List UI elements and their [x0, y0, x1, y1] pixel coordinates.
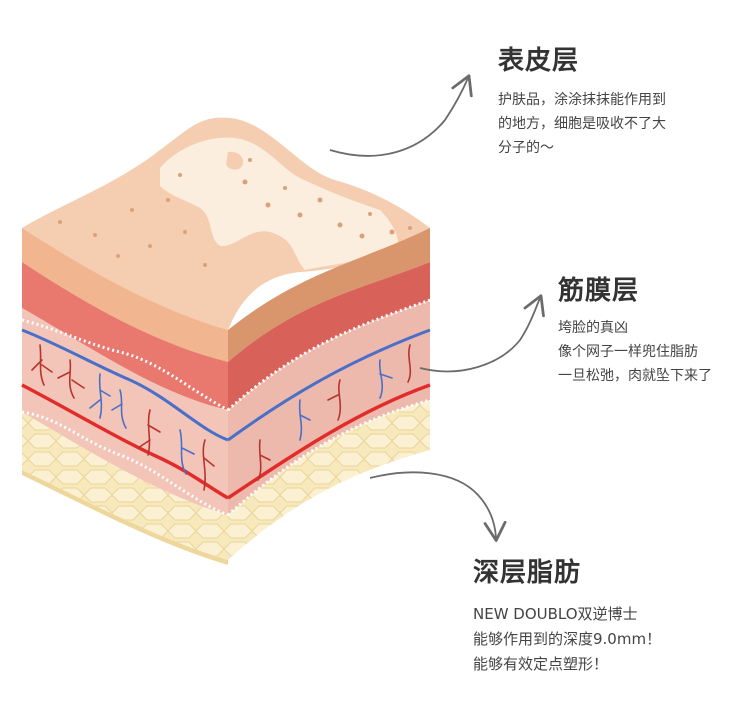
label-fascia: 筋膜层 垮脸的真凶 像个网子一样兜住脂肪 一旦松弛，肉就坠下来了: [558, 274, 748, 388]
arrow-fat: [370, 472, 496, 538]
deep-fat-description: NEW DOUBLO双逆博士 能够作用到的深度9.0mm！ 能够有效定点塑形！: [473, 602, 733, 677]
deep-fat-title: 深层脂肪: [473, 556, 733, 590]
label-epidermis: 表皮层 护肤品，涂涂抹抹能作用到 的地方，细胞是吸收不了大 分子的～: [498, 44, 728, 160]
fascia-title: 筋膜层: [558, 274, 748, 308]
epidermis-title: 表皮层: [498, 44, 728, 78]
arrow-epidermis: [330, 78, 468, 156]
arrow-fascia: [420, 298, 540, 371]
label-deep-fat: 深层脂肪 NEW DOUBLO双逆博士 能够作用到的深度9.0mm！ 能够有效定…: [473, 556, 733, 677]
epidermis-description: 护肤品，涂涂抹抹能作用到 的地方，细胞是吸收不了大 分子的～: [498, 88, 728, 160]
fascia-description: 垮脸的真凶 像个网子一样兜住脂肪 一旦松弛，肉就坠下来了: [558, 316, 748, 388]
